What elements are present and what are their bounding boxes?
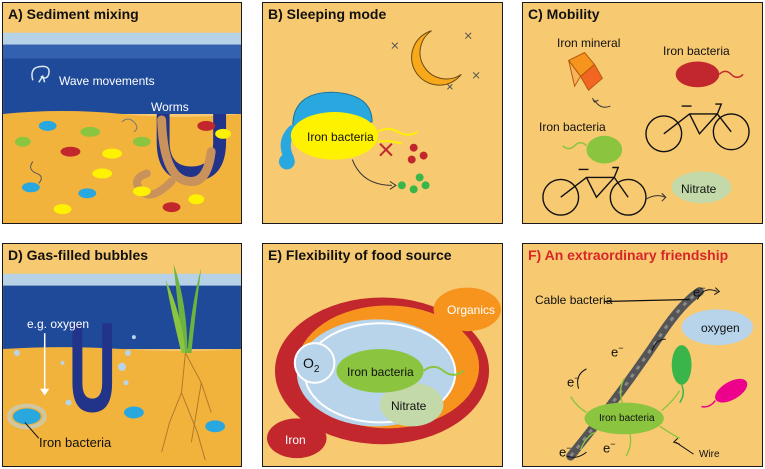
nitrate-label: Nitrate — [391, 399, 427, 413]
oxygen-label: oxygen — [701, 321, 740, 335]
gas-bubbles-illustration — [3, 263, 241, 466]
sediment-mixing-illustration — [3, 32, 241, 223]
iron-bacteria-label: Iron bacteria — [347, 365, 414, 379]
cable-bacteria-label: Cable bacteria — [535, 293, 613, 307]
panel-friendship: F) An extraordinary friendship Cable bac… — [522, 243, 763, 467]
iron-label: Iron — [285, 433, 306, 447]
panel-title: E) Flexibility of food source — [268, 247, 452, 263]
iron-bacteria-cell — [584, 402, 664, 435]
iron-mineral-label: Iron mineral — [557, 36, 621, 50]
panel-title: A) Sediment mixing — [8, 6, 139, 22]
iron-bacteria-cell — [336, 349, 424, 393]
panel-food-flexibility: E) Flexibility of food source Organics O… — [262, 243, 503, 467]
bicycle-icon — [542, 166, 647, 216]
oxygen-blob — [681, 309, 754, 346]
iron-bacteria-blue — [12, 408, 41, 425]
iron-bacteria-red — [675, 61, 720, 88]
nitrate-region — [380, 382, 444, 427]
worm-burrow — [72, 323, 113, 413]
panel-sediment-mixing: A) Sediment mixing Wave movements Worms — [2, 2, 242, 224]
nitrate-label: Nitrate — [681, 182, 717, 196]
iron-bacteria-label: Iron bacteria — [307, 130, 374, 144]
electron-label: e− — [567, 373, 580, 390]
iron-bacteria-label: Iron bacteria — [39, 435, 112, 450]
o2-label: O2 — [303, 355, 320, 375]
o2-blob — [293, 342, 336, 384]
panel-title: F) An extraordinary friendship — [528, 247, 729, 263]
iron-bacteria-label-top: Iron bacteria — [663, 44, 730, 58]
star-icon — [391, 32, 480, 90]
electron-label: e− — [559, 443, 572, 460]
iron-bacteria-label-bottom: Iron bacteria — [539, 120, 606, 134]
electron-label: e− — [611, 343, 624, 360]
wire-label: Wire — [699, 449, 720, 460]
panel-title: D) Gas-filled bubbles — [8, 247, 149, 263]
electron-label: e− — [603, 439, 616, 456]
nitrate-blob — [671, 171, 732, 204]
electron-label: e− — [693, 283, 706, 300]
moon-icon — [411, 30, 462, 86]
magenta-bacteria — [715, 378, 748, 403]
iron-bacteria-green — [586, 135, 623, 164]
panel-title: B) Sleeping mode — [268, 6, 387, 22]
panel-sleeping-mode: B) Sleeping mode Iron bacteria — [262, 2, 503, 224]
friendship-illustration — [566, 287, 754, 461]
cross-icon — [379, 143, 393, 157]
panel-title: C) Mobility — [528, 6, 600, 22]
green-bacteria — [671, 345, 692, 385]
iron-bacteria-cell — [290, 112, 379, 160]
bacteria-cluster — [14, 118, 232, 215]
iron-bacteria-label: Iron bacteria — [599, 413, 655, 424]
wave-movements-label: Wave movements — [59, 74, 155, 88]
food-source-illustration — [267, 287, 501, 459]
panel-mobility: C) Mobility Iron mineral Iron bacteria I… — [522, 2, 763, 224]
iron-blob — [267, 418, 327, 459]
sleeping-mode-illustration — [278, 30, 480, 194]
gas-bubbles — [13, 335, 136, 406]
wave-swirl-icon — [31, 65, 50, 81]
crystal-icon — [567, 51, 603, 91]
oxygen-example-label: e.g. oxygen — [27, 317, 90, 331]
worms-label: Worms — [151, 100, 189, 114]
panel-gas-bubbles: D) Gas-filled bubbles e.g. oxygen Iron b… — [2, 243, 242, 467]
worm-body — [157, 115, 216, 186]
bicycle-icon — [645, 103, 750, 153]
organics-blob — [433, 287, 501, 332]
mobility-illustration — [542, 51, 750, 216]
seagrass-icon — [165, 263, 202, 354]
organics-label: Organics — [447, 303, 496, 317]
